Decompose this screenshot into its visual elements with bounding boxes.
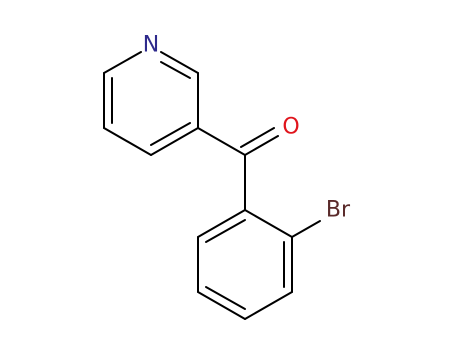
atom-label-nitrogen: N xyxy=(143,33,159,58)
pyridine-bond-c4-c5 xyxy=(103,127,152,156)
phenyl-bond-c4-c5 xyxy=(197,291,246,320)
carbonyl-double-bond-inner xyxy=(240,127,275,148)
bond-pyridine-to-carbonyl xyxy=(197,127,246,156)
pyridine-bond-c6-n xyxy=(103,51,142,74)
pyridine-ring xyxy=(103,51,199,156)
phenyl-bond-c1-c2 xyxy=(244,209,293,238)
pyridine-bond-n-c2 xyxy=(160,51,199,74)
phenyl-bond-c6-c1 xyxy=(197,209,246,238)
phenyl-bond-c3-c4 xyxy=(244,291,293,320)
atom-label-bromine: Br xyxy=(326,198,351,223)
pyridine-bond-c3-c4 xyxy=(150,127,199,156)
pyridine-bond-c3-c4-inner xyxy=(150,122,191,146)
carbonyl-double-bond-outer xyxy=(244,135,279,156)
pyridine-bond-n-c2-inner xyxy=(160,61,191,79)
carbonyl-group xyxy=(197,127,279,211)
phenyl-bond-c4-c5-inner xyxy=(205,286,246,310)
atom-label-oxygen: O xyxy=(282,115,299,140)
bromophenyl-ring xyxy=(197,209,321,320)
phenyl-bond-c6-c1-inner xyxy=(205,219,246,243)
bond-phenyl-to-bromine xyxy=(291,220,321,238)
